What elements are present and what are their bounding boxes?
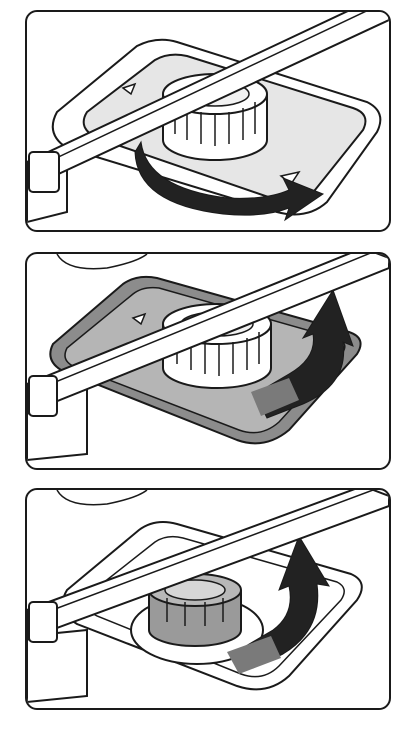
arm-hub [28,375,58,417]
arrow-tail [251,378,299,416]
alignment-marker-icon [121,82,137,96]
step-2-panel [25,252,391,470]
arm-hub [28,151,60,193]
step-1-panel [25,10,391,232]
lift-arrow-icon [238,534,330,669]
step-1-illustration [27,12,389,224]
step-3-illustration [27,490,389,704]
arrow-tail [227,636,281,674]
rotate-arrow-icon [134,140,325,222]
alignment-marker-icon [131,312,147,326]
floor-edge [27,628,88,704]
arm-hub [28,601,58,643]
spray-arm [27,12,389,190]
step-3-panel [25,488,391,710]
spray-arm [27,254,389,416]
step-2-illustration [27,254,389,462]
spray-arm [27,490,389,642]
filter-slots [166,598,224,626]
